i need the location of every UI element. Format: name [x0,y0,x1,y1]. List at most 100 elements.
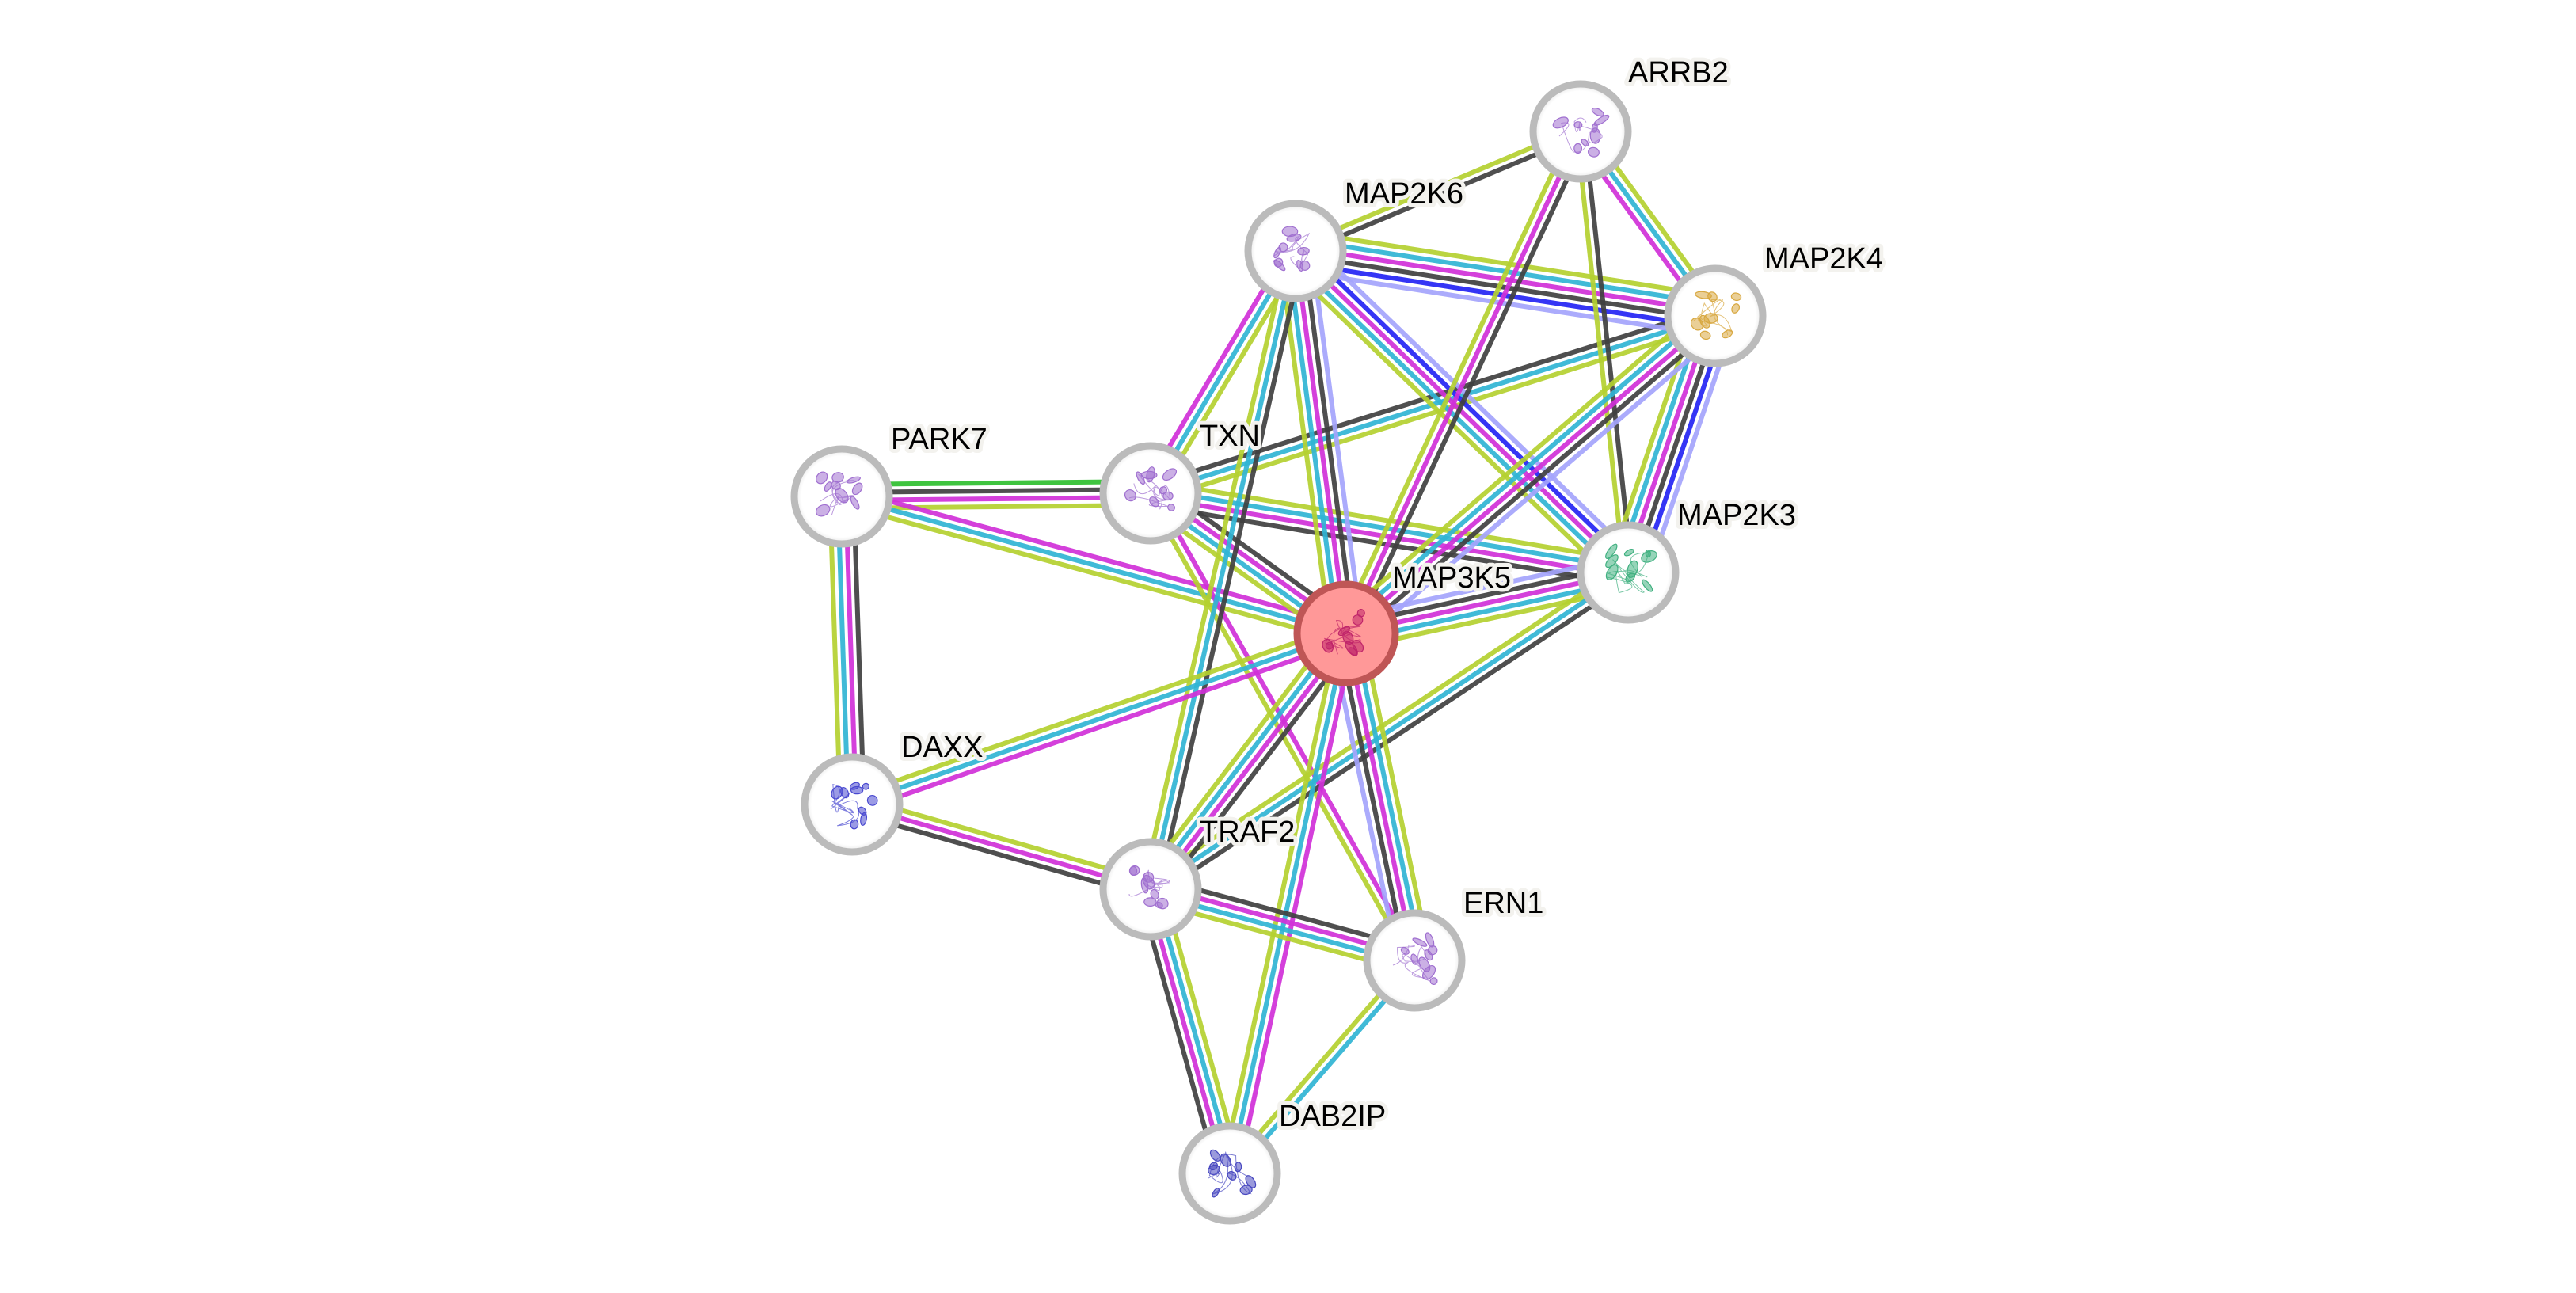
edge-evidence-databases [1148,250,1298,890]
edge-evidence-coexpression [850,496,866,804]
edge-evidence-textmining [848,623,1345,800]
edge-evidence-databases [1149,570,1630,892]
edge-evidence-experiments [854,638,1350,815]
edge-evidence-experiments [1235,634,1356,1176]
protein-structure-icon [1322,609,1365,656]
node-label: PARK7 [891,423,987,456]
edge-evidence-textmining [1292,125,1581,250]
edge-evidence-homology [1304,238,1641,563]
edge-evidence-coexpression [1294,252,1715,322]
node-label: TRAF2 [1200,816,1295,849]
edge-evidence-experiments [843,486,1349,629]
protein-structure-icon [1128,865,1170,910]
edge-evidence-textmining [839,501,1345,644]
edge-evidence-textmining [1220,631,1341,1173]
protein-structure-icon [1392,932,1438,985]
edge-evidence-coexpression [1336,634,1410,963]
protein-structure-icon [1552,107,1610,158]
edge-evidence-textmining [853,794,1154,884]
node-label: MAP3K5 [1392,561,1511,595]
node-label: MAP2K6 [1345,177,1463,211]
edge-evidence-homology [1355,325,1728,648]
edge-map2k6-traf2[interactable] [1140,249,1306,892]
edge-evidence-textmining [1139,625,1339,884]
edge-arrb2-map3k5[interactable] [1337,127,1590,638]
edge-map2k6-arrb2[interactable] [1292,125,1584,257]
edge-evidence-homology [1308,248,1364,632]
edge-evidence-coexpression [1158,639,1358,898]
protein-structure-icon [815,471,863,517]
edge-evidence-textmining [1334,302,1707,624]
node-txn[interactable]: TXN [1099,416,1264,545]
edge-evidence-experiments [851,802,1151,892]
node-label: ERN1 [1463,887,1543,920]
edge-map3k5-ern1[interactable] [1328,629,1433,964]
edge-evidence-databases [1339,308,1712,629]
node-circle[interactable] [1529,80,1632,183]
edge-evidence-coexpression [1581,131,1634,572]
edge-evidence-experiments [1344,633,1417,961]
node-ern1[interactable]: ERN1 [1363,883,1547,1012]
node-label: MAP2K4 [1764,242,1883,276]
edge-map3k5-traf2[interactable] [1139,625,1358,898]
node-label: ARRB2 [1628,56,1729,89]
edge-evidence-experiments [1293,250,1349,634]
node-circle[interactable] [1244,200,1347,302]
edge-evidence-neighborhood [841,479,1151,488]
edge-daxx-traf2[interactable] [849,794,1154,899]
edge-evidence-experiments [1296,245,1717,315]
edge-evidence-coexpression [1153,576,1634,898]
edge-evidence-textmining [1359,629,1433,958]
node-daxx[interactable]: DAXX [801,727,987,856]
node-map2k6[interactable]: MAP2K6 [1244,173,1467,302]
edge-evidence-textmining [1574,131,1627,573]
edge-map2k3-traf2[interactable] [1144,564,1634,898]
edge-txn-map2k3[interactable] [1148,479,1630,587]
protein-structure-icon [1208,1149,1257,1198]
edge-evidence-databases [1145,629,1345,888]
protein-structure-icon [1273,226,1311,272]
edge-map3k5-daxx[interactable] [848,623,1350,815]
node-label: MAP2K3 [1677,499,1796,532]
edge-evidence-databases [841,494,1347,636]
edge-evidence-textmining [842,502,1151,511]
edge-evidence-experiments [1344,130,1583,635]
edge-evidence-coexpression [1147,306,1714,489]
node-circle[interactable] [801,753,904,856]
edge-park7-map3k5[interactable] [839,486,1349,644]
node-traf2[interactable]: TRAF2 [1099,812,1299,941]
node-label: DAB2IP [1279,1100,1386,1133]
node-map3k5[interactable]: MAP3K5 [1293,557,1515,686]
edge-evidence-experiments [1293,249,1630,575]
edge-evidence-textmining [1337,127,1576,632]
edge-arrb2-map2k3[interactable] [1574,131,1634,573]
protein-structure-icon [1124,466,1178,511]
edge-evidence-databases [1285,251,1341,635]
edge-map3k5-dab2ip[interactable] [1220,631,1356,1176]
edge-map2k4-map3k5[interactable] [1334,302,1728,648]
edge-evidence-coexpression [1155,252,1306,892]
node-dab2ip[interactable]: DAB2IP [1178,1096,1390,1225]
node-arrb2[interactable]: ARRB2 [1529,52,1733,183]
protein-structure-icon [1605,543,1657,594]
node-map2k4[interactable]: MAP2K4 [1664,238,1887,367]
edge-evidence-coexpression [1296,132,1584,257]
protein-structure-icon [1690,291,1742,340]
edge-evidence-experiments [843,496,858,804]
edge-evidence-experiments [1151,634,1352,893]
edge-evidence-textmining [1144,564,1626,885]
edge-park7-daxx[interactable] [828,496,866,805]
edge-evidence-coexpression [1349,320,1722,641]
node-park7[interactable]: PARK7 [790,419,991,548]
protein-structure-icon [830,782,878,830]
edge-evidence-textmining [828,496,843,805]
edge-evidence-experiments [1345,314,1717,636]
node-circle[interactable] [1099,442,1202,545]
node-map2k3[interactable]: MAP2K3 [1577,495,1800,624]
edge-evidence-databases [1227,633,1349,1174]
edge-evidence-coexpression [849,809,1150,899]
edge-evidence-coexpression [841,487,1151,496]
edge-evidence-databases [851,631,1347,807]
